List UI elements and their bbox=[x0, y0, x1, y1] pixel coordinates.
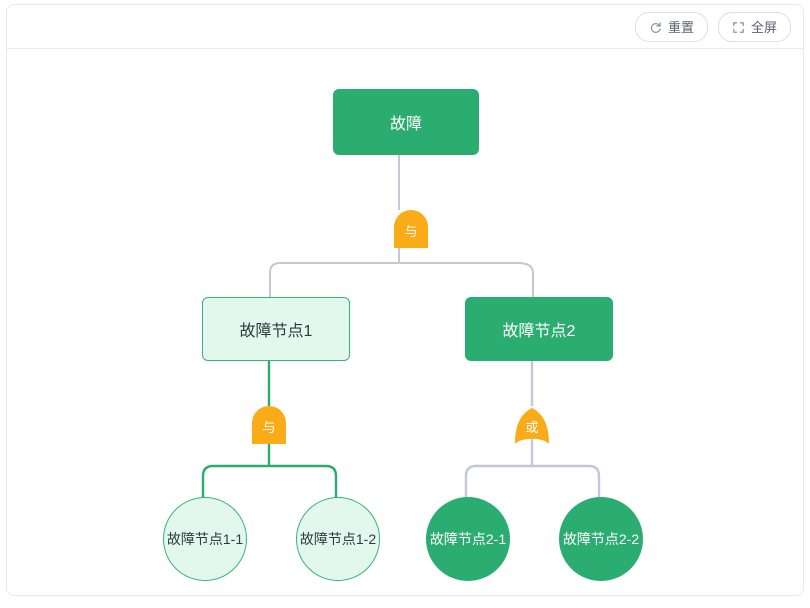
node-fault-2-2-label: 故障节点2-2 bbox=[562, 530, 640, 547]
node-fault-1-2-label: 故障节点1-2 bbox=[299, 530, 377, 547]
tree-canvas[interactable]: 故障 与 故障节点1 故障节点2 与 bbox=[7, 49, 803, 595]
node-fault-1-1-label: 故障节点1-1 bbox=[166, 530, 244, 547]
node-root-label: 故障 bbox=[389, 116, 422, 133]
reset-button-label: 重置 bbox=[667, 19, 694, 35]
node-fault-2-1-label: 故障节点2-1 bbox=[429, 530, 507, 547]
or-gate-icon bbox=[515, 408, 549, 444]
fullscreen-button-label: 全屏 bbox=[750, 19, 777, 35]
reset-button[interactable]: 重置 bbox=[634, 12, 708, 42]
and-gate-icon bbox=[252, 406, 286, 444]
fullscreen-button[interactable]: 全屏 bbox=[717, 12, 791, 42]
toolbar: 重置 全屏 bbox=[634, 12, 791, 42]
node-fault-1[interactable]: 故障节点1 bbox=[202, 297, 350, 361]
card-header: 重置 全屏 bbox=[7, 5, 803, 49]
node-fault-1-label: 故障节点1 bbox=[239, 323, 313, 340]
and-gate-icon bbox=[394, 210, 428, 248]
node-fault-2[interactable]: 故障节点2 bbox=[465, 297, 613, 361]
node-fault-2-1[interactable]: 故障节点2-1 bbox=[426, 497, 510, 581]
node-fault-1-1[interactable]: 故障节点1-1 bbox=[163, 497, 247, 581]
gate-right-or[interactable]: 或 bbox=[513, 406, 551, 444]
node-fault-2-label: 故障节点2 bbox=[502, 323, 576, 340]
node-root[interactable]: 故障 bbox=[333, 89, 479, 155]
gate-left-and[interactable]: 与 bbox=[250, 406, 288, 444]
fullscreen-icon bbox=[732, 21, 745, 34]
gate-root-and[interactable]: 与 bbox=[392, 210, 430, 248]
node-fault-1-2[interactable]: 故障节点1-2 bbox=[296, 497, 380, 581]
fault-tree-card: 重置 全屏 bbox=[6, 4, 804, 596]
node-fault-2-2[interactable]: 故障节点2-2 bbox=[559, 497, 643, 581]
refresh-icon bbox=[649, 21, 662, 34]
